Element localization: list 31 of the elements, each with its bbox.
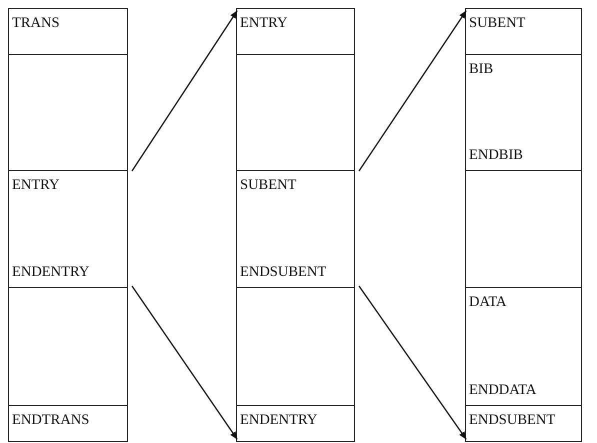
segment-label: DATA xyxy=(469,294,508,311)
arrow xyxy=(358,286,467,440)
segment-label: ENTRY xyxy=(240,15,289,32)
arrow xyxy=(358,10,467,172)
segment-box xyxy=(465,54,582,172)
segment-box xyxy=(236,405,355,442)
segment-label: ENDTRANS xyxy=(12,412,90,429)
segment-box xyxy=(8,8,128,56)
segment-box xyxy=(465,287,582,406)
segment-label: ENDDATA xyxy=(469,382,538,400)
segment-label: TRANS xyxy=(12,15,61,32)
segment-box xyxy=(465,405,582,442)
arrow xyxy=(131,286,238,440)
segment-label: SUBENT xyxy=(240,177,298,194)
empty-segment xyxy=(236,54,355,172)
segment-label: ENDSUBENT xyxy=(469,412,556,429)
empty-segment xyxy=(8,54,128,172)
segment-box xyxy=(465,8,582,56)
segment-label: ENDENTRY xyxy=(240,412,318,429)
segment-label: ENTRY xyxy=(12,177,61,194)
segment-label: ENDSUBENT xyxy=(240,264,328,282)
segment-box xyxy=(236,170,355,288)
segment-box xyxy=(8,170,128,288)
arrow xyxy=(131,10,238,172)
segment-label: SUBENT xyxy=(469,15,526,32)
segment-label: ENDBIB xyxy=(469,147,524,164)
segment-box xyxy=(236,8,355,56)
segment-box xyxy=(8,405,128,442)
empty-segment xyxy=(8,287,128,406)
segment-label: ENDENTRY xyxy=(12,264,90,282)
segment-label: BIB xyxy=(469,61,494,78)
